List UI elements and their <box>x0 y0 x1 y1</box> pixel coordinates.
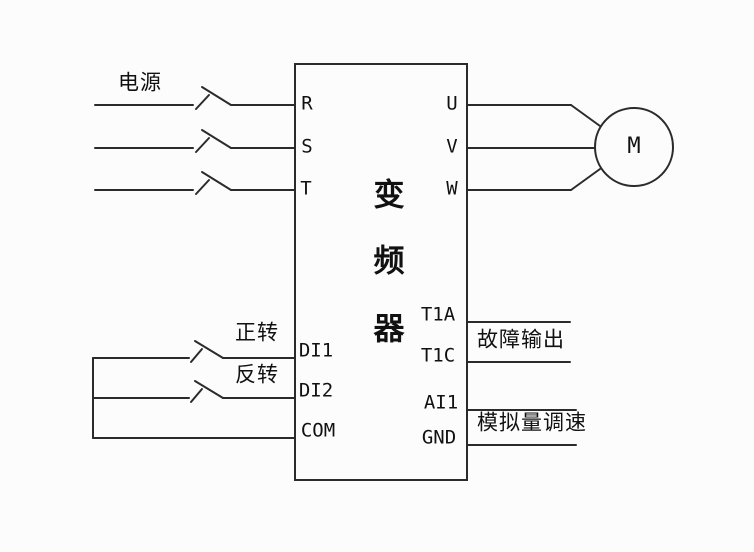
reverse-run-label: 反转 <box>235 362 279 387</box>
fault-output-label: 故障输出 <box>477 327 565 352</box>
inverter-title-char-2: 频 <box>373 243 405 280</box>
switch-tick-di2 <box>190 388 203 403</box>
switch-blade-di1 <box>194 340 224 359</box>
switch-tick-di1 <box>190 348 203 363</box>
motor-label: M <box>627 134 641 159</box>
terminal-w: W <box>446 177 458 200</box>
inverter-box <box>294 63 468 481</box>
switch-tick-t <box>195 179 210 195</box>
forward-run-label: 正转 <box>235 320 279 345</box>
terminal-com: COM <box>300 419 336 442</box>
terminal-r: R <box>301 92 313 115</box>
terminal-v: V <box>446 135 458 158</box>
motor-circle <box>594 107 674 187</box>
switch-blade-di2 <box>194 380 224 399</box>
wire-w-diagonal <box>570 168 601 191</box>
analog-speed-label: 模拟量调速 <box>477 410 587 435</box>
switch-tick-s <box>195 137 210 153</box>
terminal-t1a: T1A <box>420 303 456 326</box>
switch-blade-t <box>201 171 232 191</box>
inverter-title-char-3: 器 <box>373 311 405 348</box>
terminal-di1: DI1 <box>298 339 334 362</box>
terminal-t: T <box>300 177 312 200</box>
switch-tick-r <box>195 94 210 110</box>
terminal-u: U <box>446 92 458 115</box>
terminal-ai1: AI1 <box>423 391 459 414</box>
terminal-di2: DI2 <box>298 379 334 402</box>
switch-blade-s <box>201 129 232 149</box>
switch-blade-r <box>201 86 232 106</box>
terminal-t1c: T1C <box>420 344 456 367</box>
inverter-title-char-1: 变 <box>373 177 405 214</box>
wire-u-diagonal <box>570 104 601 127</box>
power-supply-label: 电源 <box>118 70 162 95</box>
terminal-s: S <box>301 135 313 158</box>
terminal-gnd: GND <box>421 426 457 449</box>
